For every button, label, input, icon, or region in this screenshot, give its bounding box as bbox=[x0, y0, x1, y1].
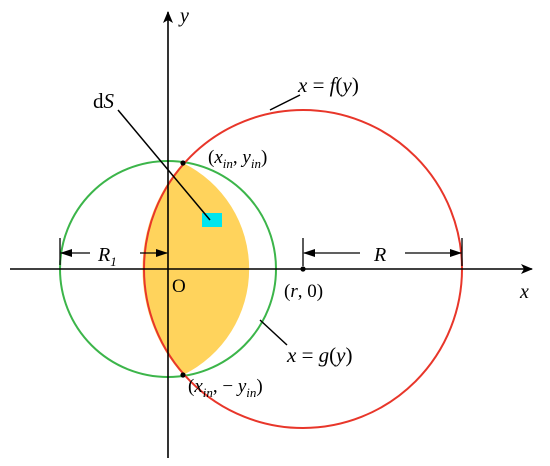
point-bottom-label: (xin, − yin) bbox=[188, 376, 263, 400]
point-center-label: (r, 0) bbox=[284, 281, 323, 302]
g-curve-label: x = g(y) bbox=[286, 343, 353, 367]
x-axis-label: x bbox=[519, 281, 529, 303]
y-axis-label: y bbox=[178, 5, 189, 27]
g-curve-leader bbox=[259, 319, 288, 346]
dS-leader-line bbox=[117, 109, 211, 221]
f-curve-label: x = f(y) bbox=[297, 73, 359, 97]
origin-label: O bbox=[172, 276, 186, 297]
point-top-marker bbox=[180, 160, 186, 166]
f-curve-leader bbox=[269, 94, 301, 111]
point-top-label: (xin, yin) bbox=[208, 147, 267, 171]
point-bottom-marker bbox=[180, 372, 186, 378]
dS-label: dS bbox=[93, 89, 115, 113]
R-label: R bbox=[373, 244, 386, 266]
point-center-marker bbox=[300, 266, 306, 272]
R1-label: R1 bbox=[97, 244, 117, 269]
